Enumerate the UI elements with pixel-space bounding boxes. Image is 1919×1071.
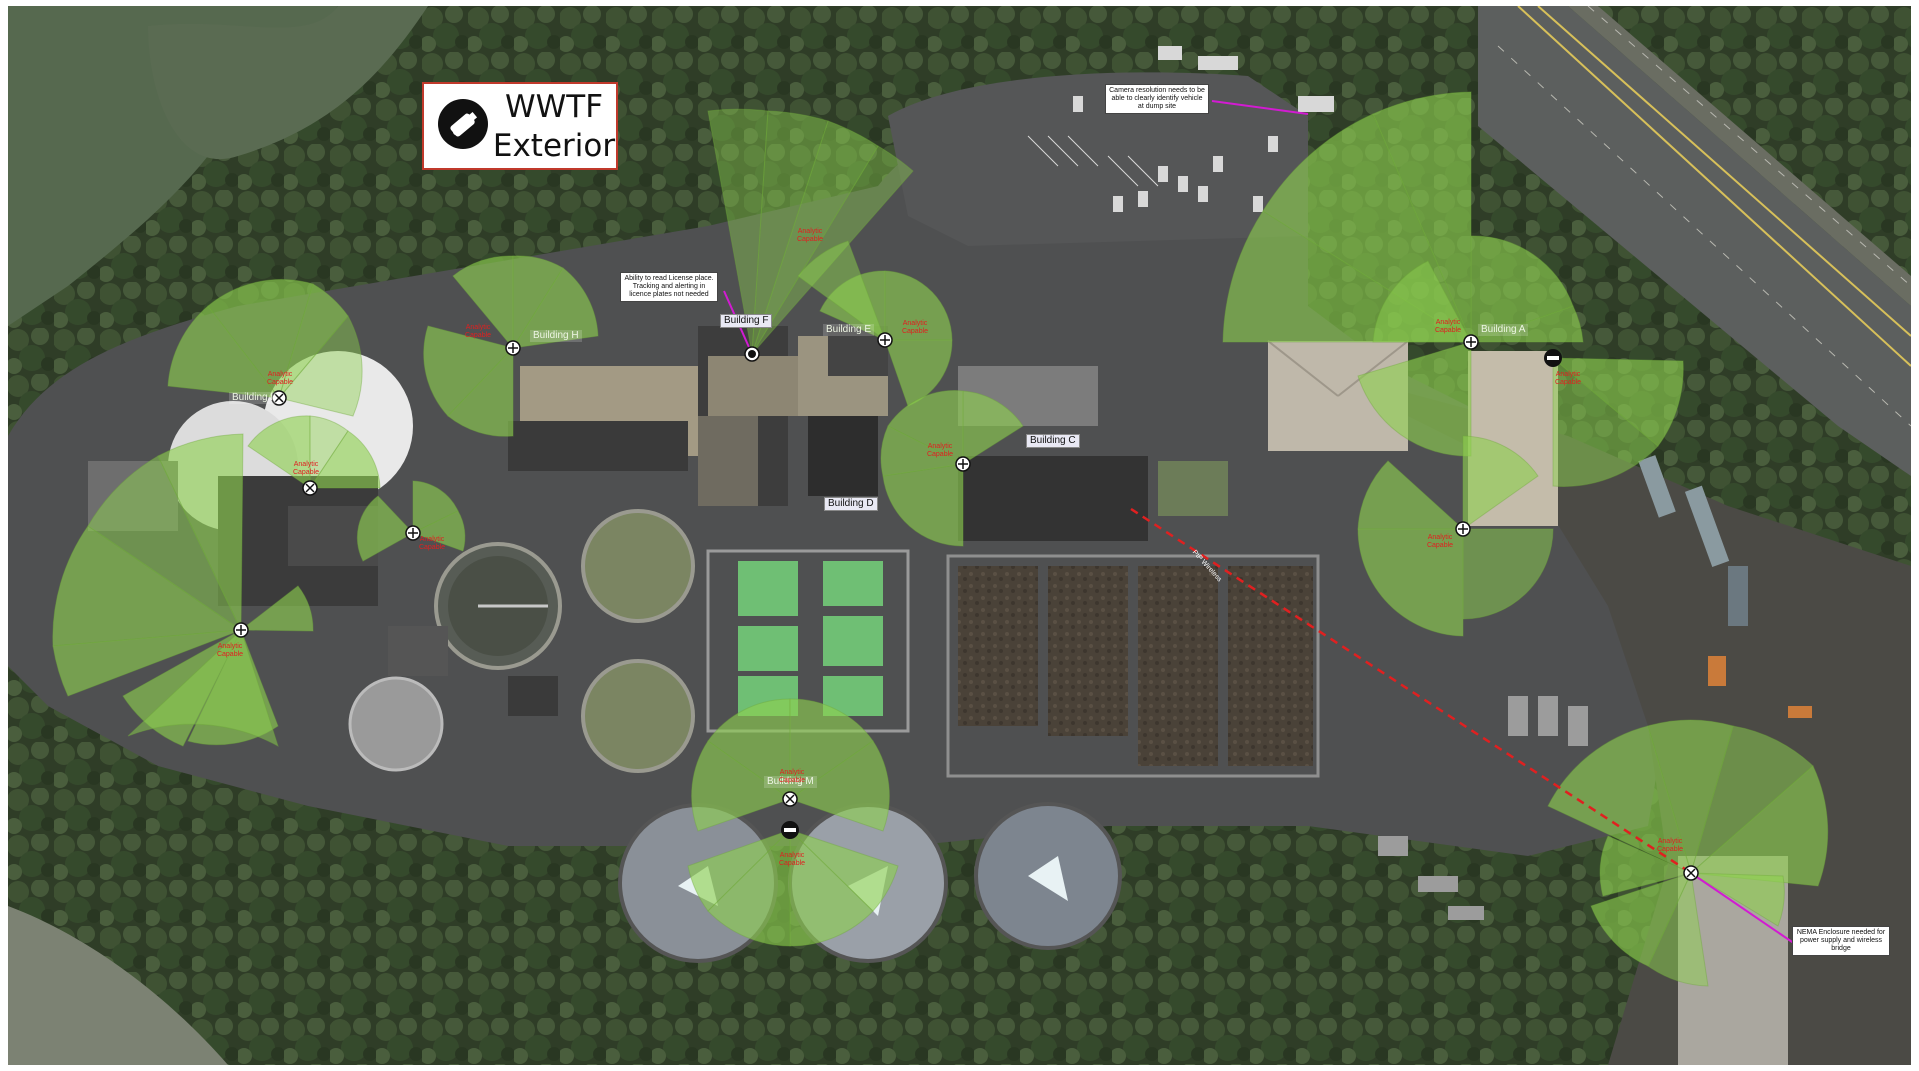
- note-nema: NEMA Enclosure needed for power supply a…: [1792, 926, 1890, 956]
- parking-lot: [888, 72, 1308, 246]
- aerial-map-image: [8, 6, 1911, 1065]
- label-building-h: Building H: [530, 330, 582, 342]
- analytic-label: Analytic Capable: [266, 371, 294, 386]
- analytic-label: Analytic Capable: [1434, 319, 1462, 334]
- note-license-plate: Ability to read License place. Tracking …: [620, 272, 718, 302]
- analytic-label: Analytic Capable: [778, 769, 806, 784]
- camera-marker-icon[interactable]: [233, 622, 249, 638]
- camera-marker-icon[interactable]: [877, 332, 893, 348]
- analytic-label: Analytic Capable: [1554, 371, 1582, 386]
- camera-marker-icon[interactable]: [1455, 521, 1471, 537]
- building-c-roof: [958, 456, 1148, 541]
- analytic-label: Analytic Capable: [796, 228, 824, 243]
- camera-marker-icon[interactable]: [505, 340, 521, 356]
- label-building-f: Building F: [720, 314, 773, 328]
- analytic-label: Analytic Capable: [926, 443, 954, 458]
- camera-marker-icon[interactable]: [1463, 334, 1479, 350]
- analytic-label: Analytic Capable: [901, 320, 929, 335]
- label-building-e: Building E: [823, 324, 875, 336]
- callout-line-dump-site: [1211, 100, 1309, 115]
- coverage-layer: [52, 91, 1829, 987]
- camera-markers: [233, 332, 1699, 881]
- label-building-d: Building D: [824, 497, 878, 511]
- camera-marker-icon[interactable]: [271, 390, 287, 406]
- camera-marker-icon[interactable]: [782, 791, 798, 807]
- camera-marker-icon[interactable]: [1544, 349, 1562, 367]
- callout-line-nema: [1690, 872, 1799, 947]
- label-building-i: Building I: [229, 392, 277, 404]
- label-building-a: Building A: [1478, 324, 1529, 336]
- analytic-label: Analytic Capable: [1656, 838, 1684, 853]
- river-bank: [8, 906, 228, 1065]
- analytic-label: Analytic Capable: [1426, 534, 1454, 549]
- analytic-label: Analytic Capable: [778, 852, 806, 867]
- analytic-label: Analytic Capable: [216, 643, 244, 658]
- camera-marker-icon[interactable]: [781, 821, 799, 839]
- camera-marker-icon[interactable]: [744, 346, 760, 362]
- camera-icon: [438, 99, 488, 149]
- label-building-c: Building C: [1026, 434, 1080, 448]
- camera-marker-icon[interactable]: [1683, 865, 1699, 881]
- analytic-label: Analytic Capable: [418, 536, 446, 551]
- camera-marker-icon[interactable]: [955, 456, 971, 472]
- label-building-m: Building M: [764, 776, 817, 788]
- camera-marker-icon[interactable]: [405, 525, 421, 541]
- analytic-label: Analytic Capable: [292, 461, 320, 476]
- camera-marker-icon[interactable]: [302, 480, 318, 496]
- highway: [1478, 6, 1911, 476]
- note-dump-site: Camera resolution needs to be able to cl…: [1105, 84, 1209, 114]
- analytic-label: Analytic Capable: [464, 324, 492, 339]
